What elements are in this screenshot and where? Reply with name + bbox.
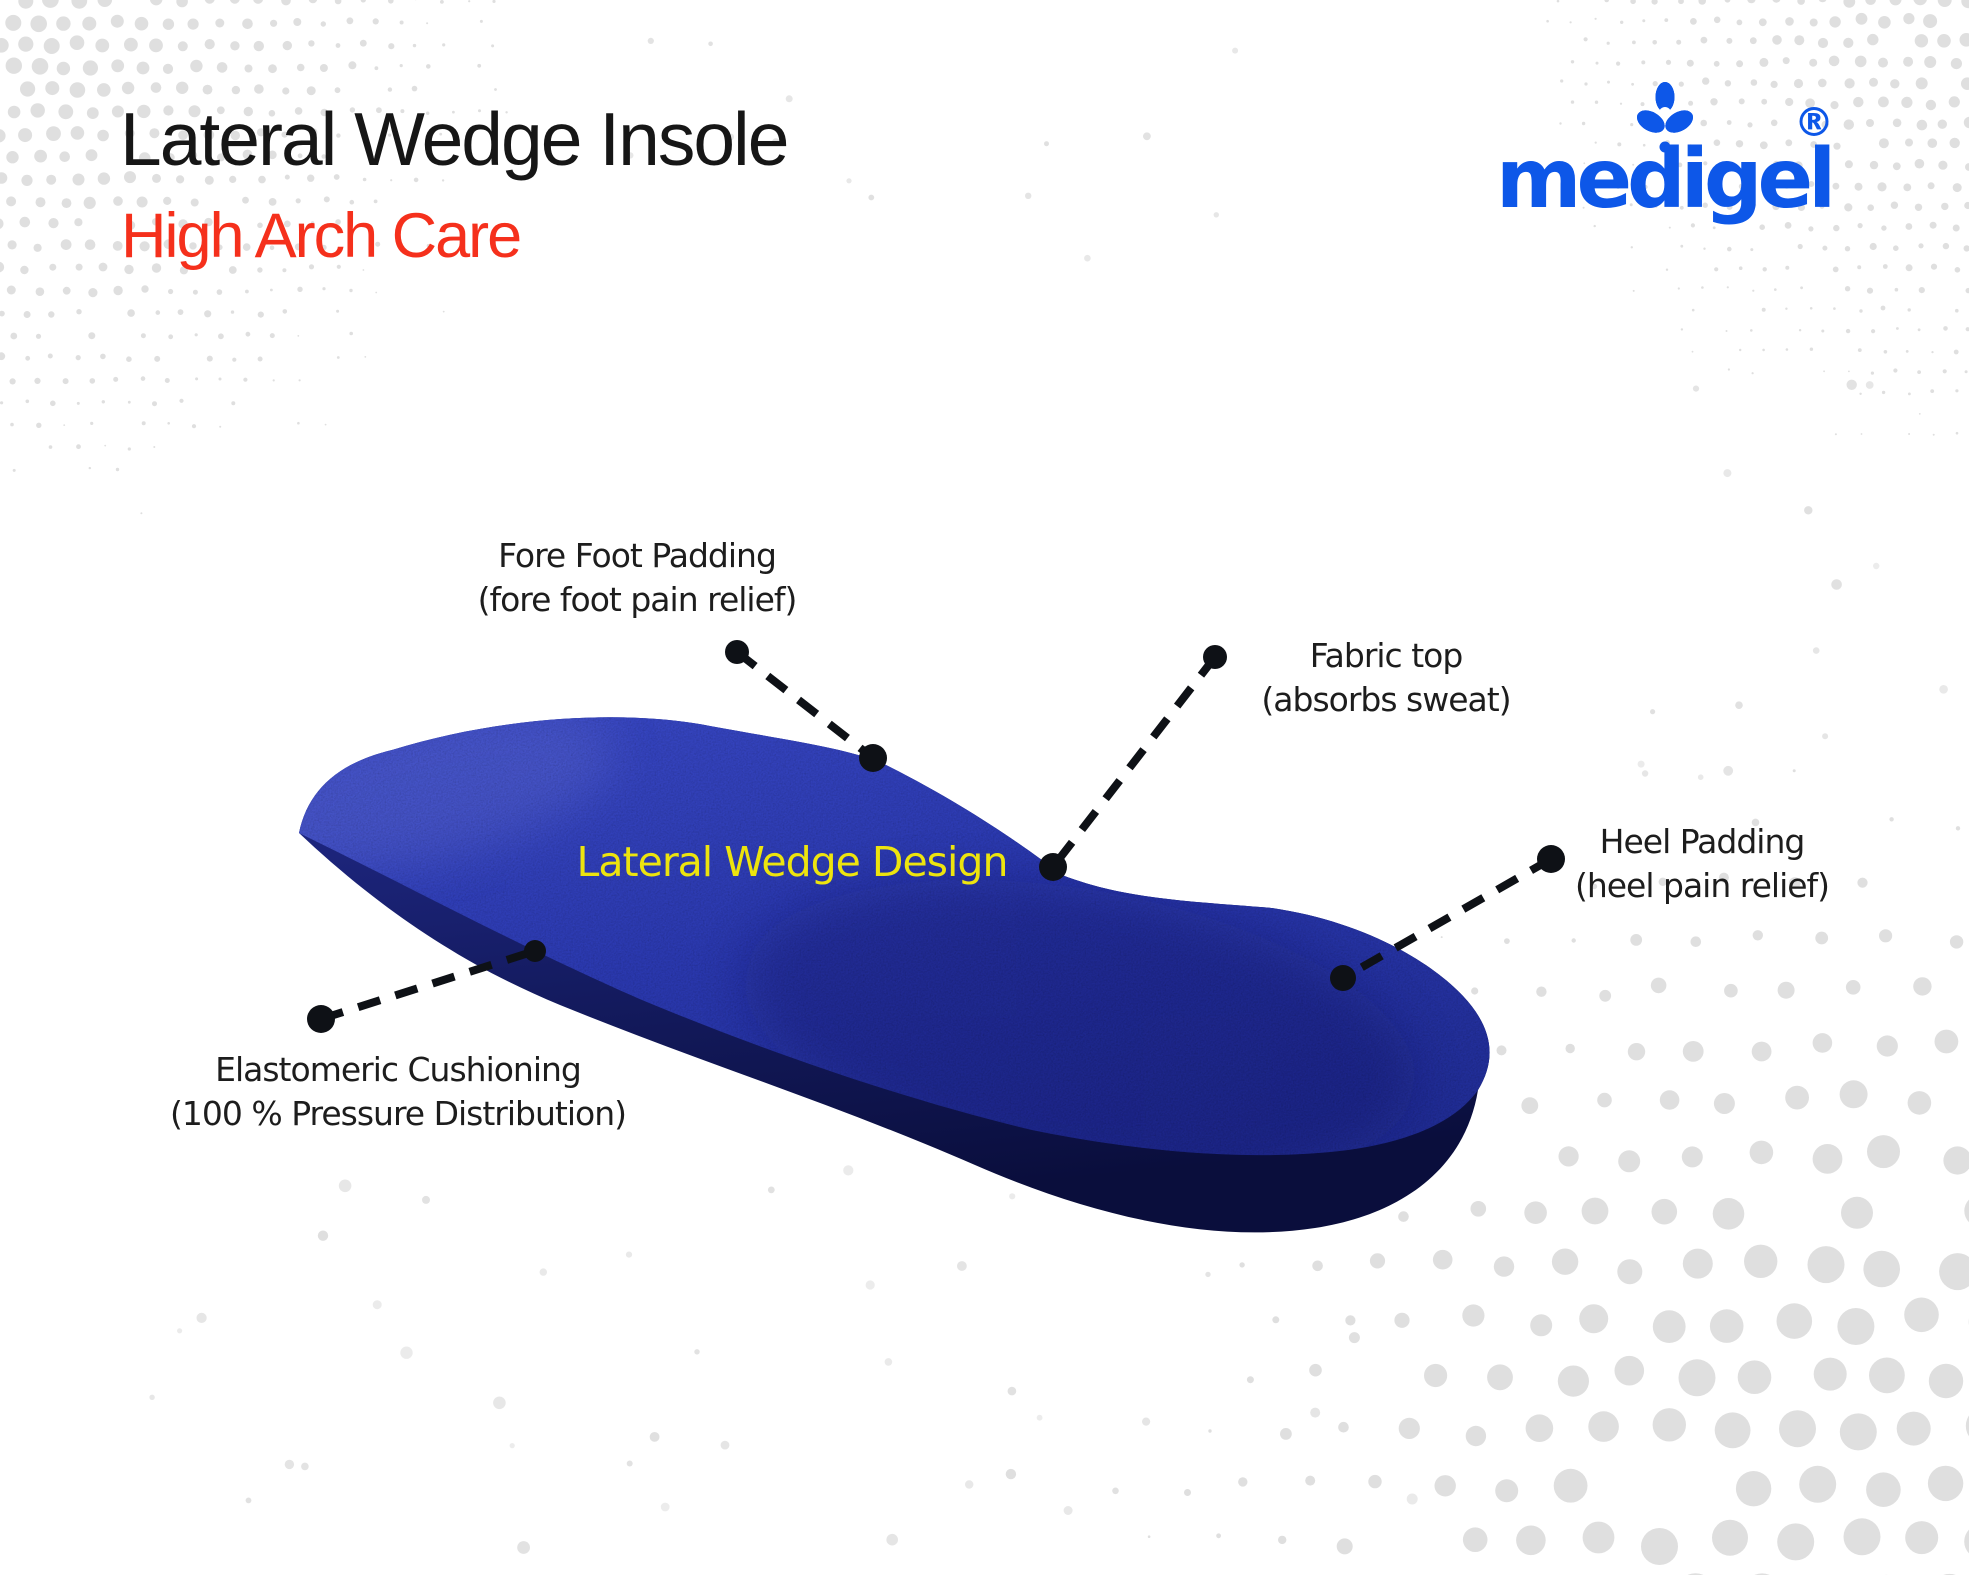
callout-endpoint-dots <box>307 640 1565 1033</box>
callout-fabric-line2: (absorbs sweat) <box>1261 680 1511 719</box>
brand-flower-icon <box>1636 82 1694 153</box>
callout-fabric-top: Fabric top (absorbs sweat) <box>1261 634 1511 722</box>
callout-forefoot-line1: Fore Foot Padding <box>498 536 777 575</box>
dot-heel-insole <box>1330 965 1356 991</box>
dot-forefoot-insole <box>859 744 887 772</box>
halftone-bottom-right <box>1147 769 1969 1575</box>
dot-fabric-label <box>1203 645 1227 669</box>
callout-elastomeric-line2: (100 % Pressure Distribution) <box>170 1094 627 1133</box>
scatter-dots-top <box>627 37 1239 262</box>
dot-forefoot-label <box>725 640 749 664</box>
callout-heel-line1: Heel Padding <box>1599 822 1806 861</box>
dot-elastomeric-label <box>307 1005 335 1033</box>
callout-heel-line2: (heel pain relief) <box>1574 866 1830 905</box>
feature-label-lateral-wedge: Lateral Wedge Design <box>576 838 1009 886</box>
connector-line-fabric-top <box>1049 654 1219 870</box>
dot-elastomeric-insole <box>524 940 546 962</box>
dot-fabric-insole <box>1039 853 1067 881</box>
scatter-dots-bottom <box>149 1165 1418 1554</box>
callout-forefoot-padding: Fore Foot Padding (fore foot pain relief… <box>477 534 798 622</box>
dot-heel-label <box>1537 845 1565 873</box>
page-title: Lateral Wedge Insole <box>120 97 789 181</box>
brand-wordmark: medigel <box>1496 132 1836 227</box>
connector-line-forefoot <box>734 648 876 762</box>
callout-heel-padding: Heel Padding (heel pain relief) <box>1574 820 1830 908</box>
callout-elastomeric-cushioning: Elastomeric Cushioning (100 % Pressure D… <box>170 1048 627 1136</box>
callout-forefoot-line2: (fore foot pain relief) <box>477 580 798 619</box>
halftone-top-left <box>0 0 508 515</box>
scatter-dots-right <box>1637 379 1948 780</box>
registered-trademark-icon: ® <box>1794 100 1834 146</box>
connector-line-heel <box>1341 855 1553 982</box>
callout-connectors <box>319 648 1553 1023</box>
callout-elastomeric-line1: Elastomeric Cushioning <box>215 1050 582 1089</box>
page-subtitle: High Arch Care <box>121 201 522 271</box>
callout-fabric-line1: Fabric top <box>1309 636 1464 675</box>
halftone-top-right <box>1546 0 1969 436</box>
